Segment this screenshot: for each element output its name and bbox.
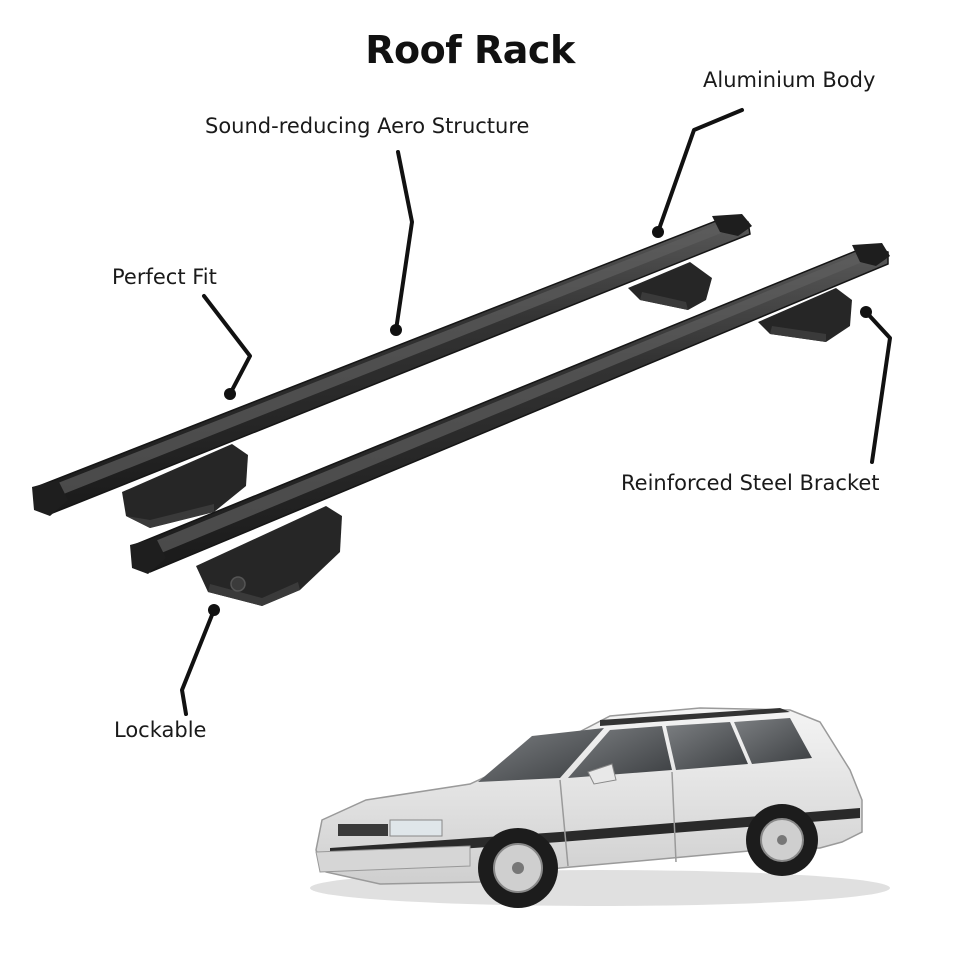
front-bar-endcap-left <box>130 538 166 574</box>
leader-aero <box>394 150 414 332</box>
quarter-window <box>734 718 812 764</box>
crossbar-rear <box>32 214 752 528</box>
callout-lockable: Lockable <box>114 718 207 742</box>
bumper <box>315 845 471 873</box>
windshield <box>478 728 604 782</box>
leader-fit <box>202 294 252 396</box>
grille <box>338 824 388 836</box>
front-wheel <box>478 828 558 908</box>
rear-bracket-right <box>628 262 712 310</box>
leader-lines <box>180 108 892 716</box>
leader-aluminium <box>656 108 744 234</box>
callout-aluminium-body: Aluminium Body <box>703 68 876 92</box>
leader-lockable <box>180 608 216 716</box>
rear-side-window <box>666 722 748 770</box>
front-side-window <box>568 726 672 778</box>
station-wagon-car <box>310 707 890 908</box>
side-mirror <box>587 763 617 785</box>
callout-perfect-fit: Perfect Fit <box>112 265 217 289</box>
lock-cylinder-icon <box>230 576 246 592</box>
rear-bar-endcap-left <box>32 480 68 516</box>
front-bracket-right <box>758 288 852 342</box>
dot-fit <box>224 388 236 400</box>
rear-bracket-left <box>122 444 248 528</box>
leader-dots <box>208 226 872 616</box>
leader-steel <box>864 310 892 464</box>
crossbar-front <box>130 243 890 606</box>
dot-aero <box>390 324 402 336</box>
callout-aero-structure: Sound-reducing Aero Structure <box>205 114 530 138</box>
rear-wheel <box>746 804 818 876</box>
front-bracket-left <box>196 506 342 606</box>
rear-bar-endcap-right <box>712 214 752 236</box>
page-title: Roof Rack <box>365 28 575 72</box>
front-bar-endcap-right <box>852 243 890 266</box>
dot-lockable <box>208 604 220 616</box>
dot-aluminium <box>652 226 664 238</box>
headlight <box>389 819 443 837</box>
callout-steel-bracket: Reinforced Steel Bracket <box>621 471 880 495</box>
dot-steel <box>860 306 872 318</box>
